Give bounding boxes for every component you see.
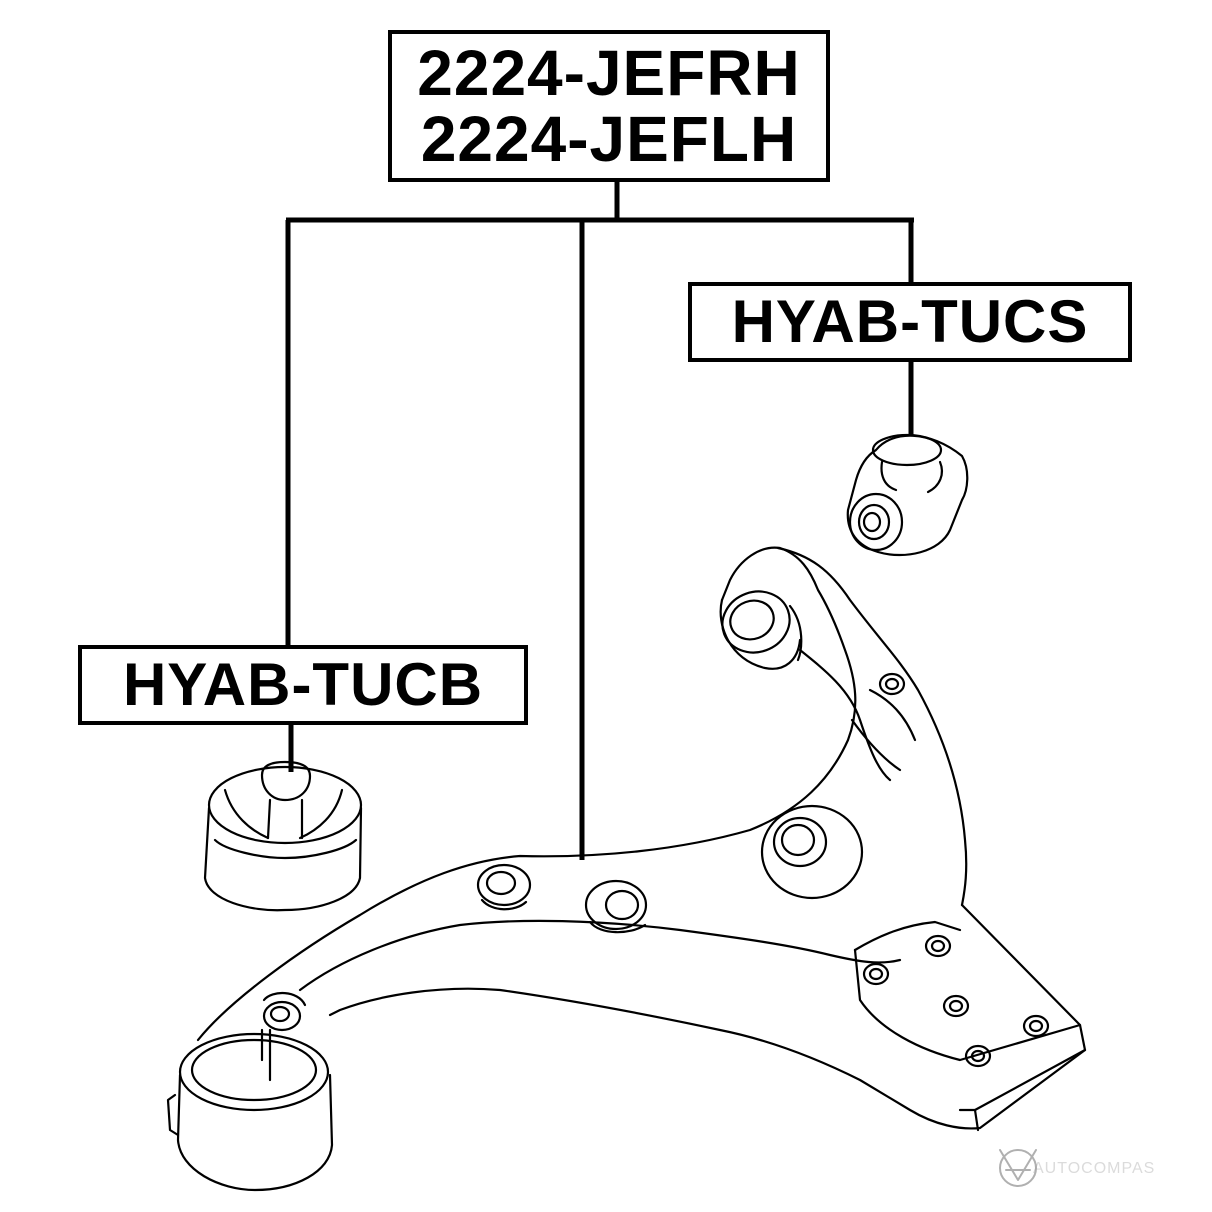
part-number-label-lower-bushing: HYAB-TUCB (78, 645, 528, 725)
watermark: AUTOCOMPAS (985, 1140, 1195, 1200)
upper-bushing-part-number: HYAB-TUCS (731, 288, 1089, 355)
bushing-lower-drawing (203, 760, 363, 912)
leader-lines (285, 182, 914, 860)
lower-bushing-part-number: HYAB-TUCB (122, 651, 484, 718)
bushing-upper-drawing (846, 433, 969, 557)
part-number-label-main: 2224-JEFRH 2224-JEFLH (388, 30, 830, 182)
control-arm-drawing (166, 546, 1087, 1192)
part-number-label-upper-bushing: HYAB-TUCS (688, 282, 1132, 362)
watermark-text: AUTOCOMPAS (1033, 1160, 1156, 1177)
watermark-logo (999, 1149, 1037, 1187)
part-number-right: 2224-JEFRH (417, 37, 801, 109)
part-number-left: 2224-JEFLH (420, 103, 798, 175)
